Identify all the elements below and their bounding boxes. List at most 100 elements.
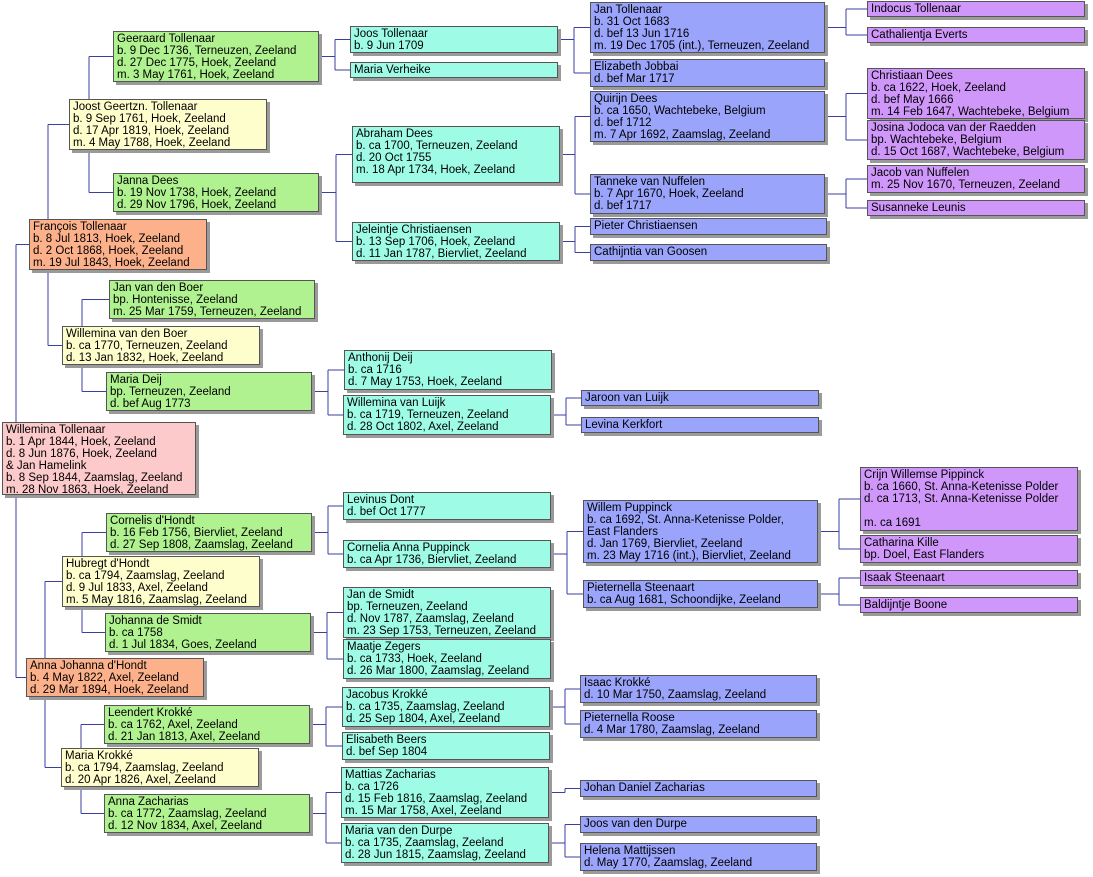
person-detail: d. 27 Sep 1808, Zaamslag, Zeeland [110,539,293,551]
person-name: Baldijntje Boone [864,599,948,611]
person-name: Willem Puppinck [587,502,672,514]
person-detail: d. 7 May 1753, Hoek, Zeeland [348,376,503,388]
person-box-p47[interactable]: Levina Kerkfort [581,417,819,433]
person-name: Hubregt d'Hondt [66,558,150,570]
person-detail: bp. Doel, East Flanders [864,549,985,561]
person-name: Janna Dees [117,175,179,187]
person-name: Pieter Christiaensen [594,220,698,232]
person-detail: d. 20 Oct 1755 [356,152,432,164]
person-box-p64[interactable]: Indocus Tollenaar [867,1,1085,17]
person-name: Jan van den Boer [113,282,204,294]
person-detail: d. 29 Nov 1796, Hoek, Zeeland [117,199,277,211]
person-box-p38[interactable]: Pieter Christiaensen [590,218,827,235]
person-detail: d. 9 Jul 1833, Axel, Zeeland [66,582,208,594]
person-name: Isaak Steenaart [864,572,945,584]
person-detail: b. 13 Sep 1706, Hoek, Zeeland [356,236,516,248]
person-box-p103[interactable]: Baldijntje Boone [860,597,1078,613]
person-detail: b. 9 Jun 1709 [354,40,424,52]
person-detail: d. 21 Jan 1813, Axel, Zeeland [108,731,261,743]
person-name: Catharina Kille [864,537,939,549]
person-detail: d. 15 Feb 1816, Zaamslag, Zeeland [345,793,528,805]
person-name: Levinus Dont [347,494,415,506]
person-detail: bp. Terneuzen, Zeeland [110,386,231,398]
person-detail: b. ca 1716 [348,364,402,376]
person-detail: b. ca 1719, Terneuzen, Zeeland [347,409,509,421]
person-detail: b. 8 Jul 1813, Hoek, Zeeland [33,233,181,245]
person-name: Mattias Zacharias [345,769,436,781]
person-detail: b. ca 1650, Wachtebeke, Belgium [594,105,766,117]
person-box-p65[interactable]: Cathalientja Everts [867,27,1085,43]
person-box-p39[interactable]: Cathijntia van Goosen [590,244,827,261]
person-name: Jan Tollenaar [594,4,663,16]
person-detail: d. 15 Oct 1687, Wachtebeke, Belgium [871,146,1065,158]
person-box-p17[interactable]: Maria Verheike [350,62,558,78]
person-name: Anna Johanna d'Hondt [30,660,147,672]
person-detail: d. bef May 1666 [871,94,954,106]
person-name: Jan de Smidt [347,589,415,601]
person-detail: bp. Hontenisse, Zeeland [113,294,238,306]
person-detail: d. ca 1713, St. Anna-Ketenisse Polder [864,493,1059,505]
person-name: Cathalientja Everts [871,29,968,41]
person-box-p62[interactable]: Joos van den Durpe [580,816,817,833]
person-detail: m. 28 Nov 1863, Hoek, Zeeland [6,484,169,495]
person-detail: m. 3 May 1761, Hoek, Zeeland [117,69,275,81]
person-box-p75[interactable]: Susanneke Leunis [867,200,1085,216]
person-detail: d. bef Aug 1773 [110,398,191,410]
person-detail: b. 8 Sep 1844, Zaamslag, Zeeland [6,472,183,484]
person-box-p102[interactable]: Isaak Steenaart [860,570,1078,586]
person-detail: m. 19 Jul 1843, Hoek, Zeeland [33,257,190,269]
person-detail: d. 27 Dec 1775, Hoek, Zeeland [117,57,277,69]
person-detail: m. 15 Mar 1758, Axel, Zeeland [345,805,502,817]
person-detail: b. 9 Sep 1761, Hoek, Zeeland [73,113,226,125]
person-detail: m. 18 Apr 1734, Hoek, Zeeland [356,164,516,176]
person-detail: b. ca 1700, Terneuzen, Zeeland [356,140,518,152]
person-box-p60[interactable]: Johan Daniel Zacharias [580,780,817,797]
person-name: Willemina Tollenaar [6,424,106,436]
person-name: Quirijn Dees [594,93,658,105]
person-box-p46[interactable]: Jaroon van Luijk [581,390,819,406]
person-detail: d. 8 Jun 1876, Hoek, Zeeland [6,448,157,460]
